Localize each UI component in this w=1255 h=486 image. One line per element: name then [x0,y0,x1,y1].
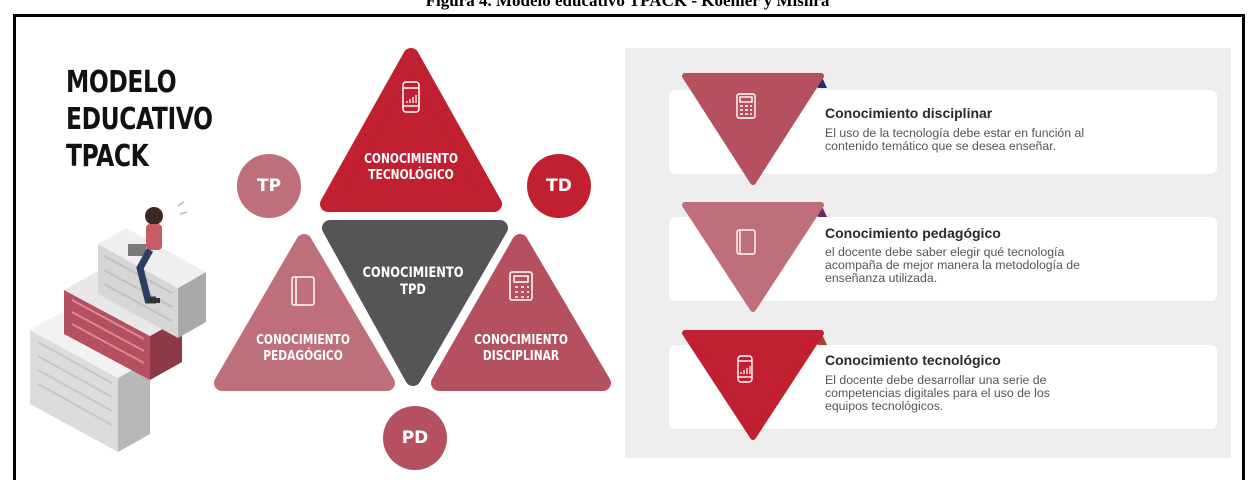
card-text-line: equipos tecnológicos. [825,399,944,413]
triangle-disciplinar [431,234,611,391]
calculator-icon [509,271,533,301]
calculator-icon [736,93,756,119]
card-title-pedagogico: Conocimiento pedagógico [825,225,1001,241]
circle-td: TD [527,154,591,218]
triangle-tecnologico [320,48,502,212]
phone-icon [402,81,420,113]
phone-icon [737,355,753,383]
card-title-tecnologico: Conocimiento tecnológico [825,352,1001,368]
card-text-line: contenido temático que se desea enseñar. [825,139,1057,153]
page-title: MODELO EDUCATIVO TPACK [66,64,213,175]
label-pedagogico-line2: PEDAGÓGICO [263,349,343,364]
card-text-line: El uso de la tecnología debe estar en fu… [825,126,1085,140]
label-tpd-line1: CONOCIMIENTO [362,265,464,281]
triangle-tpd [322,220,508,386]
circle-tp: TP [237,154,301,218]
figure-caption: Figura 4. Modelo educativo TPACK - Koehl… [425,0,830,10]
book-icon [291,276,315,306]
card-markers [682,73,827,440]
marker-pedagogico [682,202,824,312]
label-pedagogico: CONOCIMIENTO PEDAGÓGICO [251,333,354,365]
card-text-line: El docente debe desarrollar una serie de [825,373,1047,387]
card-text-line: acompaña de mejor manera la metodología … [825,258,1080,272]
card-text-line: enseñanza utilizada. [825,271,938,285]
marker-tecnologico [682,330,824,440]
title-line-2: EDUCATIVO [66,102,213,137]
label-disciplinar-line2: DISCIPLINAR [482,349,560,364]
description-panel: Conocimiento disciplinar El uso de la te… [625,48,1231,458]
card-text-tecnologico: El docente debe desarrollar una serie de… [825,374,1050,413]
label-tpd-line2: TPD [400,282,426,298]
card-text-line: el docente debe saber elegir qué tecnolo… [825,245,1065,259]
title-line-1: MODELO [66,65,177,100]
card-text-pedagogico: el docente debe saber elegir qué tecnolo… [825,246,1080,285]
card-text-disciplinar: El uso de la tecnología debe estar en fu… [825,127,1084,153]
label-tecnologico-line1: CONOCIMIENTO [364,152,458,167]
card-text-line: competencias digitales para el uso de lo… [825,386,1050,400]
book-icon [736,229,756,255]
label-pedagogico-line1: CONOCIMIENTO [256,333,350,348]
label-tpd: CONOCIMIENTO TPD [361,265,464,299]
student-illustration [30,201,206,452]
triangle-pedagogico [214,234,395,391]
label-disciplinar-line1: CONOCIMIENTO [474,333,568,348]
label-tecnologico-line2: TECNOLÓGICO [368,168,454,183]
label-disciplinar: CONOCIMIENTO DISCIPLINAR [469,333,572,365]
card-title-disciplinar: Conocimiento disciplinar [825,105,993,121]
circle-pd: PD [383,406,447,470]
title-line-3: TPACK [66,139,149,174]
label-tecnologico: CONOCIMIENTO TECNOLÓGICO [359,152,462,184]
marker-disciplinar [682,73,824,185]
